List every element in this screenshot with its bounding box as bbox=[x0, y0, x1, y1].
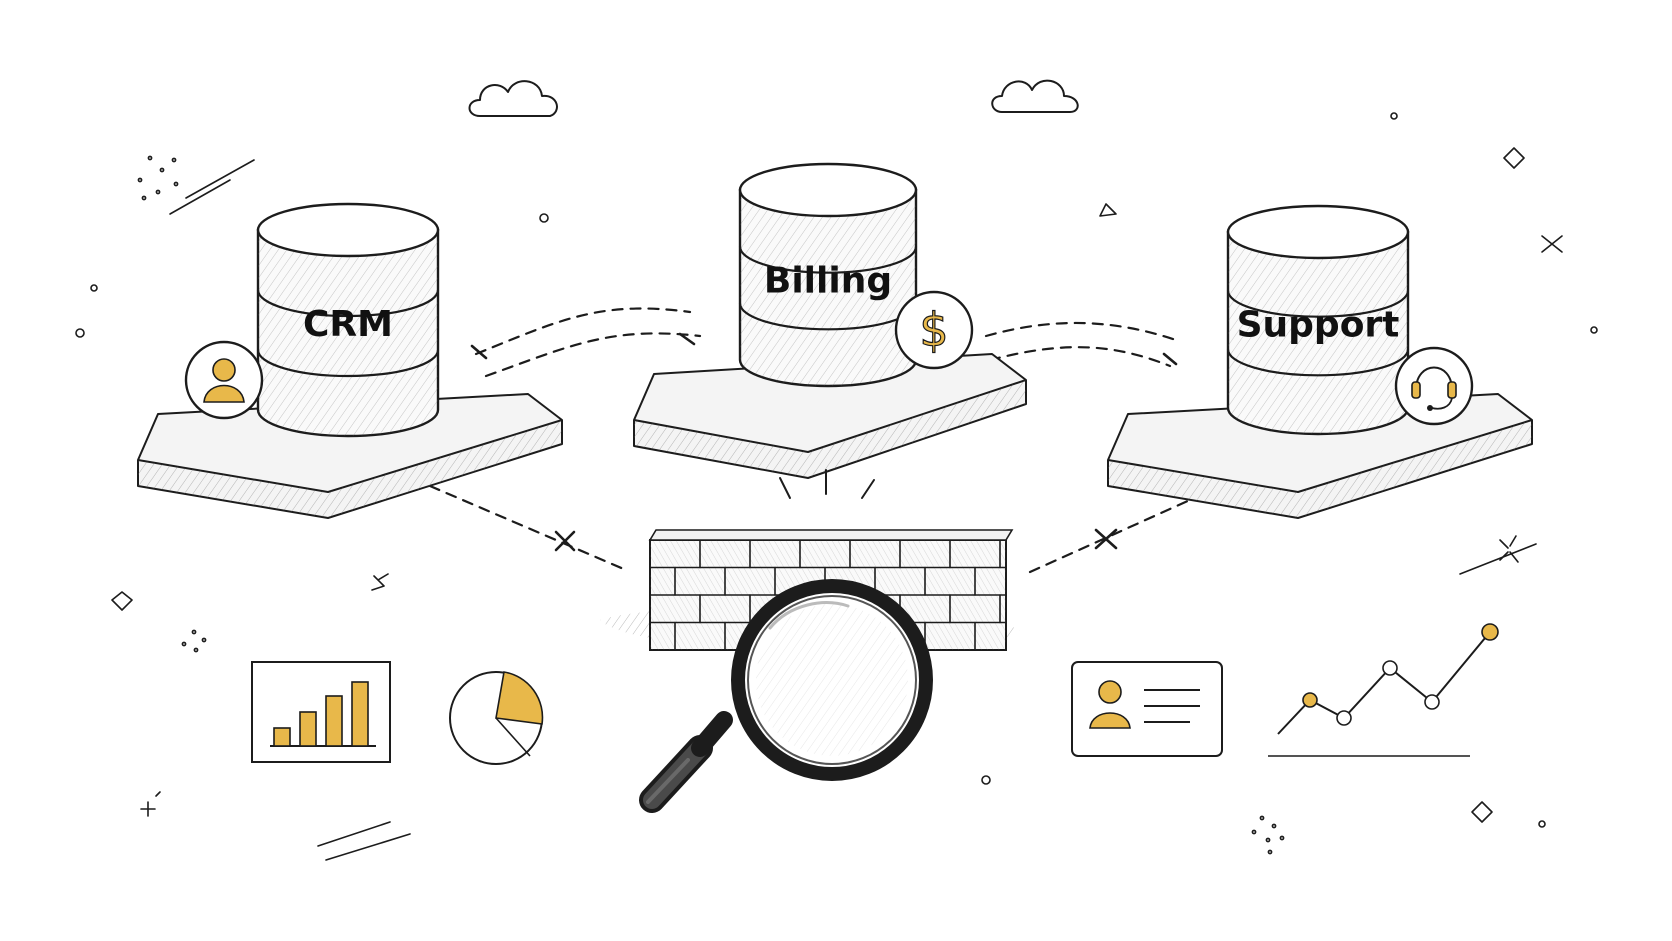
line-chart-icon bbox=[1268, 623, 1499, 757]
database-label: Billing bbox=[764, 261, 892, 302]
database-support: Support bbox=[1107, 204, 1533, 519]
dollar-icon: $ bbox=[894, 290, 974, 370]
database-cylinder-icon bbox=[1226, 204, 1410, 436]
magnifying-glass-icon bbox=[639, 579, 933, 813]
broken-link-mark bbox=[470, 332, 1178, 552]
id-card-icon bbox=[1071, 661, 1223, 757]
pie-chart-icon bbox=[449, 671, 544, 765]
database-cylinder-icon bbox=[256, 202, 440, 438]
platform-slab bbox=[1107, 393, 1533, 519]
bar-chart-icon bbox=[251, 661, 391, 763]
database-label: Support bbox=[1237, 305, 1400, 346]
dollar-glyph: $ bbox=[919, 303, 948, 357]
database-label: CRM bbox=[303, 304, 393, 345]
cloud-icon bbox=[991, 79, 1079, 113]
cloud-icon bbox=[468, 80, 558, 117]
database-billing: Billing $ bbox=[633, 162, 1027, 479]
platform-slab bbox=[137, 393, 563, 519]
sparkle-decoration bbox=[75, 112, 1598, 861]
headset-icon bbox=[1394, 346, 1474, 426]
platform-slab bbox=[633, 353, 1027, 479]
database-crm: CRM bbox=[137, 202, 563, 519]
user-icon bbox=[184, 340, 264, 420]
database-cylinder-icon bbox=[738, 162, 918, 388]
